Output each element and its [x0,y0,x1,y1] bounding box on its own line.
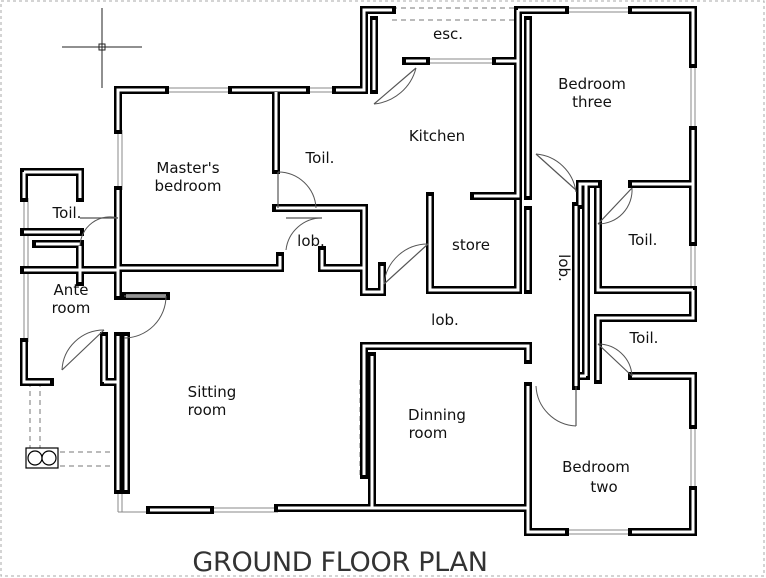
wall-segment-core [632,374,695,425]
label-lob-vertical: lob. [555,254,573,282]
wall-segment-core [116,190,282,270]
label-toil-bed3: Toil. [628,231,658,249]
label-masters-bedroom-line2: bedroom [154,177,221,195]
wall-segment [20,242,84,274]
plan-title: GROUND FLOOR PLAN [192,547,487,578]
crosshair-icon [62,8,142,88]
label-toil-ante: Toil. [52,204,82,222]
label-masters-bedroom-line1: Master's [156,159,219,177]
label-bedroom-two-line2: two [590,478,617,496]
wall-segment-core [428,196,520,292]
label-bedroom-three-line2: three [572,93,612,111]
label-dinning-room-line1: Dinning [408,406,466,424]
wall-segment [114,86,169,134]
wall-segment-core [336,8,392,92]
wall-segment [628,486,697,536]
label-lob-master: lob. [297,232,325,250]
wall-segment-core [578,182,598,205]
label-dinning-room-line2: room [409,424,448,442]
wall-segment [20,338,54,386]
wall-segment-core [362,266,384,294]
wall-segment [20,168,84,202]
label-sitting-room-line1: Sitting [188,383,237,401]
label-ante-room-line2: room [52,299,91,317]
wall-segment-core [116,88,165,130]
doors [61,67,633,427]
label-toil-bed2: Toil. [629,329,659,347]
wall-segment [524,382,569,536]
wall-segment [360,262,386,296]
meter-icon [25,447,59,469]
wall-segment-core [596,188,693,292]
label-toil-master: Toil. [305,149,335,167]
label-ante-room-line1: Ante [54,281,89,299]
wall-segment [628,6,697,68]
label-sitting-room-line2: room [188,401,227,419]
wall-segment [470,6,522,200]
wall-segment-core [22,342,50,384]
label-bedroom-three-line1: Bedroom [558,75,626,93]
wall-segment [628,372,697,429]
wall-segment-core [78,268,118,282]
wall-segment-core [474,10,520,198]
label-kitchen: Kitchen [409,127,465,145]
wall-segment-core [632,490,695,534]
label-lob-center: lob. [431,311,459,329]
wall-segment-core [526,386,565,534]
wall-segment-core [24,170,82,198]
wall-segment [114,186,284,272]
wall-segment-core [24,190,120,296]
wall-segment-core [574,184,588,386]
label-esc: esc. [433,25,463,43]
label-bedroom-two-line1: Bedroom [562,458,630,476]
dashed-lines [29,7,518,475]
label-store: store [452,236,490,254]
wall-segment-core [632,8,695,64]
room-labels: esc. Bedroom three Kitchen Master's bedr… [52,25,659,496]
wall-segment-core [362,344,530,475]
